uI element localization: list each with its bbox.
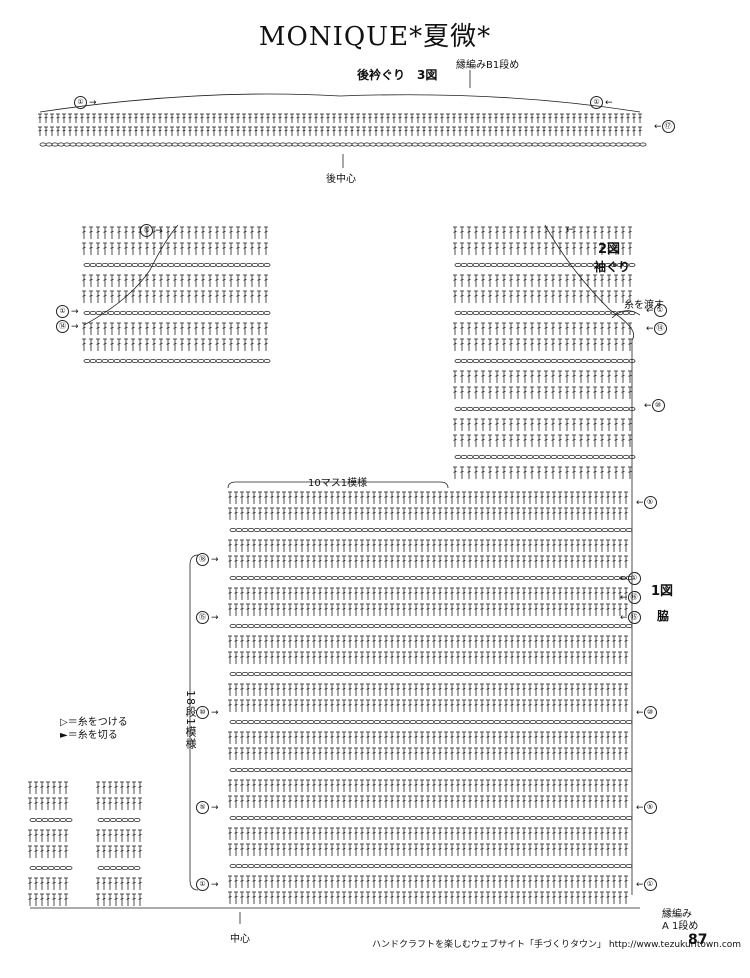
fig2-row-5-right: ←⑤ bbox=[636, 496, 659, 509]
fig2-right-armhole-curve bbox=[544, 224, 641, 480]
fig1-small-piece-b bbox=[96, 781, 142, 906]
fig2-row-10-right: ←⑩ bbox=[644, 399, 667, 412]
row-number-badge: ⑤ bbox=[643, 801, 657, 814]
fig1-number: 1図 bbox=[651, 584, 674, 599]
fig1-row-5-left: ⑤→ bbox=[196, 801, 219, 814]
row-number-badge: ⑭ bbox=[653, 322, 667, 335]
fig2-row-14-left: ⑭→ bbox=[56, 320, 79, 333]
row-number-badge: ⑤ bbox=[196, 801, 209, 814]
row-number-badge: ⑩ bbox=[643, 706, 657, 719]
row-number-badge: ① bbox=[643, 878, 657, 891]
fig2-left-armhole-curve bbox=[83, 224, 179, 326]
fig1-row-1-left: ①→ bbox=[196, 878, 219, 891]
row-number-badge: ① bbox=[196, 878, 209, 891]
fig3-row-1-right: ①← bbox=[590, 96, 613, 109]
fig3-edge-label: 縁編みB1段め bbox=[456, 60, 520, 71]
fig3-row-17: ←⑰ bbox=[654, 120, 677, 133]
page-title: MONIQUE*夏微* bbox=[258, 22, 492, 52]
fig3-label: 後衿ぐり 3図 bbox=[357, 68, 438, 82]
fig3-stitch-grid bbox=[38, 113, 647, 147]
fig2-number: 2図 bbox=[598, 242, 621, 257]
fig2-row-5-top: ← bbox=[566, 225, 574, 235]
row-number-badge: ⑩ bbox=[196, 706, 209, 719]
row-number-badge: ⑮ bbox=[196, 611, 209, 624]
fig3-center-label: 後中心 bbox=[326, 174, 356, 185]
fig2-right-stitch-grid bbox=[453, 226, 636, 479]
fig2-row-1-right: ←① bbox=[646, 304, 669, 317]
legend-attach-yarn: ▷＝糸をつける bbox=[60, 717, 128, 728]
fig1-edge-label-2: A 1段め bbox=[662, 921, 699, 932]
row-number-badge: ① bbox=[627, 572, 641, 585]
fig1-row-5-right: ←⑤ bbox=[636, 801, 659, 814]
fig2-row-5-left: ⑤→ bbox=[140, 224, 163, 237]
page-number: 87 bbox=[688, 932, 708, 948]
row-number-badge: ① bbox=[653, 304, 667, 317]
fig2-left-stitch-grid bbox=[82, 226, 271, 363]
row-number-badge: ⑱ bbox=[196, 553, 209, 566]
row-number-badge: ① bbox=[590, 96, 603, 109]
row-number-badge: ⑩ bbox=[651, 399, 665, 412]
fig1-outline bbox=[30, 480, 640, 924]
footer-website: ハンドクラフトを楽しむウェブサイト「手づくりタウン」 http://www.te… bbox=[372, 940, 742, 950]
fig2-name: 袖ぐり bbox=[594, 260, 631, 274]
fig1-row-10-left: ⑩→ bbox=[196, 706, 219, 719]
fig2-row-1-left: ①→ bbox=[56, 305, 79, 318]
fig1-row-1-right-top: ←① bbox=[620, 572, 643, 585]
fig2-row-14-right: ←⑭ bbox=[646, 322, 669, 335]
fig1-row-15-left: ⑮→ bbox=[196, 611, 219, 624]
row-number-badge: ⑭ bbox=[56, 320, 69, 333]
legend-cut-yarn: ►＝糸を切る bbox=[60, 730, 118, 741]
fig1-row-18: ⑱→ bbox=[196, 553, 219, 566]
fig3-neckline-curve bbox=[39, 70, 641, 168]
fig1-vertical-label: 18段1模様 bbox=[184, 690, 197, 750]
fig1-row-1-right: ←① bbox=[636, 878, 659, 891]
row-number-badge: ① bbox=[56, 305, 69, 318]
row-number-badge: ⑰ bbox=[661, 120, 675, 133]
fig1-repeat-label: 10マス1模様 bbox=[308, 478, 368, 489]
fig1-center-label: 中心 bbox=[230, 934, 250, 945]
row-number-badge: ⑤ bbox=[643, 496, 657, 509]
fig1-row-10-right: ←⑩ bbox=[636, 706, 659, 719]
fig1-stitch-grid bbox=[228, 491, 633, 904]
fig1-row-15-right: ←⑮ bbox=[620, 611, 643, 624]
row-number-badge: ⑤ bbox=[140, 224, 153, 237]
row-number-badge: ⑮ bbox=[627, 611, 641, 624]
row-number-badge: ① bbox=[74, 96, 87, 109]
fig1-edge-label-1: 縁編み bbox=[662, 909, 692, 920]
fig1-name: 脇 bbox=[657, 609, 670, 623]
fig1-small-piece-a bbox=[28, 781, 73, 906]
fig2-carry-yarn: 糸を渡す bbox=[624, 300, 664, 311]
fig3-row-1-left: ①→ bbox=[74, 96, 97, 109]
fig1-row-16-right: ←⑯ bbox=[620, 591, 643, 604]
row-number-badge: ⑯ bbox=[627, 591, 641, 604]
